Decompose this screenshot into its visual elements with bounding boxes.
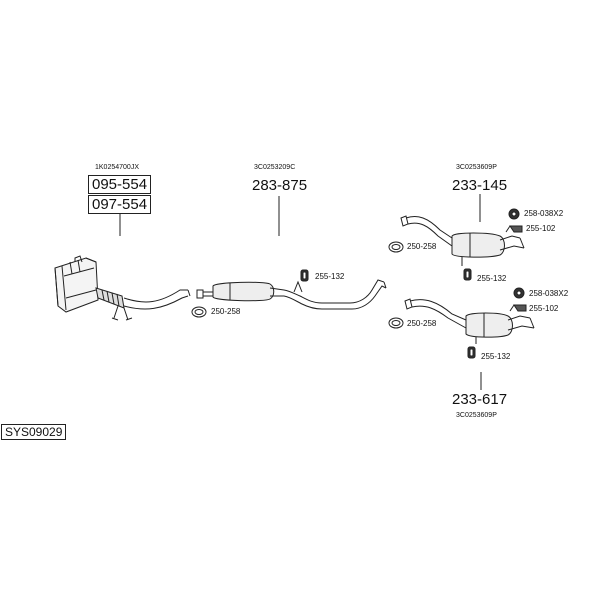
rear-lower-drawing <box>404 298 535 344</box>
hanger-icon-rear-upper-c <box>463 268 472 281</box>
middle-hanger-label: 255-132 <box>315 272 345 281</box>
rear-lower-clamp-label: 250-258 <box>407 319 437 328</box>
catalyst-oem-ref: 1K0254700JX <box>95 164 139 171</box>
bracket-icon-rear-lower <box>509 304 527 312</box>
rear-upper-drawing <box>400 215 525 266</box>
rear-lower-hanger-b-label: 255-102 <box>529 304 559 313</box>
ring-hanger-icon-rear-lower <box>513 287 525 299</box>
catalyst-part-number-2[interactable]: 097-554 <box>88 195 152 214</box>
ring-hanger-icon-rear-upper <box>508 208 520 220</box>
middle-oem-ref: 3C0253209C <box>254 164 296 171</box>
rear-upper-hanger-a-label: 258-038X2 <box>524 209 564 218</box>
catalyst-part-number-1[interactable]: 095-554 <box>88 175 152 194</box>
hanger-icon-middle <box>300 269 309 282</box>
middle-part-number[interactable]: 283-875 <box>252 177 308 194</box>
rear-upper-hanger-b-label: 255-102 <box>526 224 556 233</box>
rear-lower-oem-ref: 3C0253609P <box>456 412 497 419</box>
rear-upper-oem-ref: 3C0253609P <box>456 164 497 171</box>
catalyst-drawing <box>54 255 191 321</box>
rear-lower-hanger-a-label: 258-038X2 <box>529 289 569 298</box>
middle-clamp-label: 250-258 <box>211 307 241 316</box>
clamp-icon-middle <box>191 306 207 318</box>
rear-upper-hanger-c-label: 255-132 <box>477 274 507 283</box>
clamp-icon-rear-upper <box>388 241 404 253</box>
middle-section-drawing <box>196 279 387 310</box>
bracket-icon-rear-upper <box>505 225 523 233</box>
system-id-label: SYS09029 <box>1 424 67 440</box>
rear-upper-clamp-label: 250-258 <box>407 242 437 251</box>
clamp-icon-rear-lower <box>388 317 404 329</box>
hanger-icon-rear-lower-c <box>467 346 476 359</box>
rear-lower-part-number[interactable]: 233-617 <box>452 391 508 408</box>
rear-upper-part-number[interactable]: 233-145 <box>452 177 508 194</box>
rear-lower-hanger-c-label: 255-132 <box>481 352 511 361</box>
